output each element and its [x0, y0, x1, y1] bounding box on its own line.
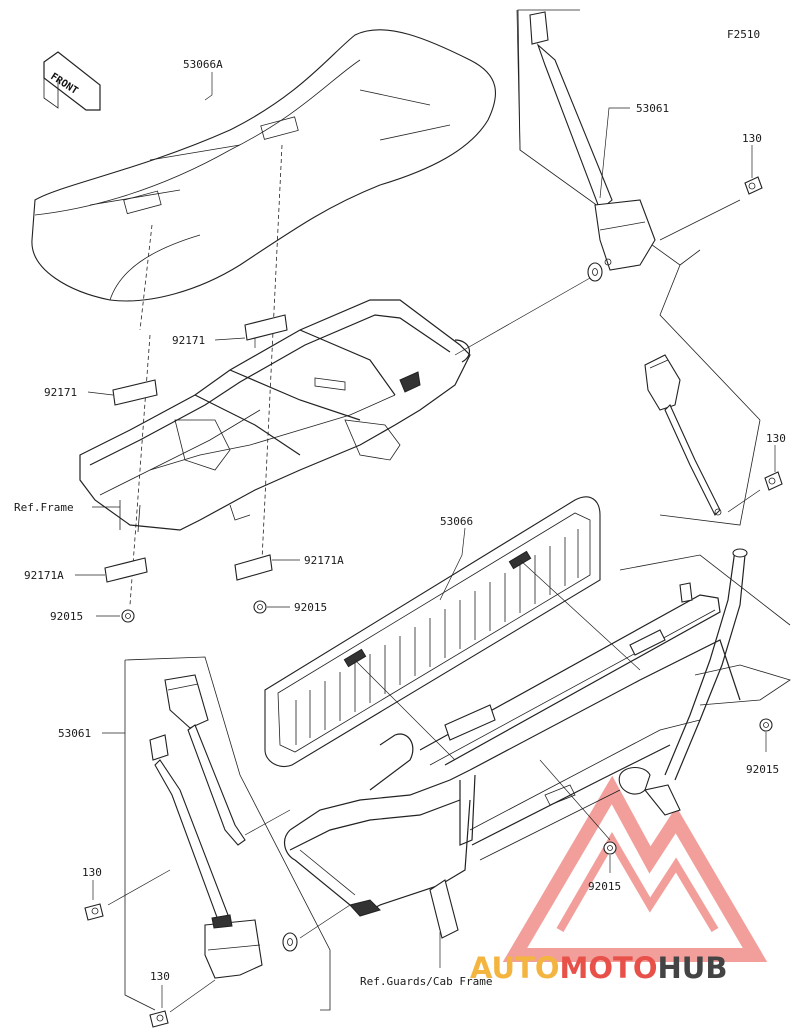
- nut-92015-center: [253, 600, 267, 614]
- leader-lines: [75, 72, 776, 1008]
- callout-ref-guards: Ref.Guards/Cab Frame: [360, 975, 492, 988]
- callout-130-right-mid: 130: [766, 432, 786, 445]
- watermark: AUTOMOTOHUB: [470, 951, 727, 985]
- callout-ref-frame: Ref.Frame: [14, 501, 74, 514]
- washer-left: [282, 932, 298, 952]
- buckle-right: [644, 354, 722, 516]
- seat-belt-53061-left: [149, 674, 263, 979]
- watermark-logo-mark: [502, 775, 768, 962]
- bracket-92171-left: [112, 379, 158, 406]
- callout-130-right-top: 130: [742, 132, 762, 145]
- watermark-moto: MOTO: [560, 951, 658, 985]
- bolt-130-right-mid: [764, 471, 783, 491]
- bolt-130-left-bottom: [149, 1010, 169, 1028]
- callout-130-left-bottom: 130: [150, 970, 170, 983]
- backrest-53066: [264, 496, 601, 768]
- bracket-92171a-left: [104, 557, 148, 583]
- seat-frame: [79, 299, 471, 533]
- callout-53061-left: 53061: [58, 727, 91, 740]
- callout-92171a-left: 92171A: [24, 569, 64, 582]
- callout-92171-center: 92171: [172, 334, 205, 347]
- callout-labels: F2510 53066A 53061 130 92171 92171 Ref.F…: [14, 28, 786, 988]
- seat-belt-53061-right: [529, 11, 656, 271]
- callout-92015-center: 92015: [294, 601, 327, 614]
- nut-92015-left: [121, 609, 135, 623]
- watermark-auto: AUTO: [470, 951, 560, 985]
- watermark-text: AUTOMOTOHUB: [470, 951, 727, 985]
- figure-code: F2510: [727, 28, 760, 41]
- nut-92015-bottom: [603, 841, 617, 855]
- callout-53061-right: 53061: [636, 102, 669, 115]
- callout-92171a-center: 92171A: [304, 554, 344, 567]
- cab-frame-guards: [283, 548, 791, 939]
- bolt-130-left-mid: [84, 903, 104, 921]
- callout-92015-right: 92015: [746, 763, 779, 776]
- callout-53066a: 53066A: [183, 58, 223, 71]
- callout-92015-bottom: 92015: [588, 880, 621, 893]
- bracket-92171-center: [244, 314, 288, 341]
- bracket-92171a-center: [234, 554, 273, 581]
- bolt-130-right-top: [744, 176, 763, 195]
- callout-92015-left: 92015: [50, 610, 83, 623]
- watermark-hub: HUB: [658, 951, 728, 985]
- callout-92171-left: 92171: [44, 386, 77, 399]
- washer-right: [587, 262, 603, 282]
- callout-53066: 53066: [440, 515, 473, 528]
- seat-cushion-53066a: [31, 29, 497, 302]
- nut-92015-right: [759, 718, 773, 732]
- callout-130-left-mid: 130: [82, 866, 102, 879]
- front-direction-tag: FRONT: [43, 51, 101, 111]
